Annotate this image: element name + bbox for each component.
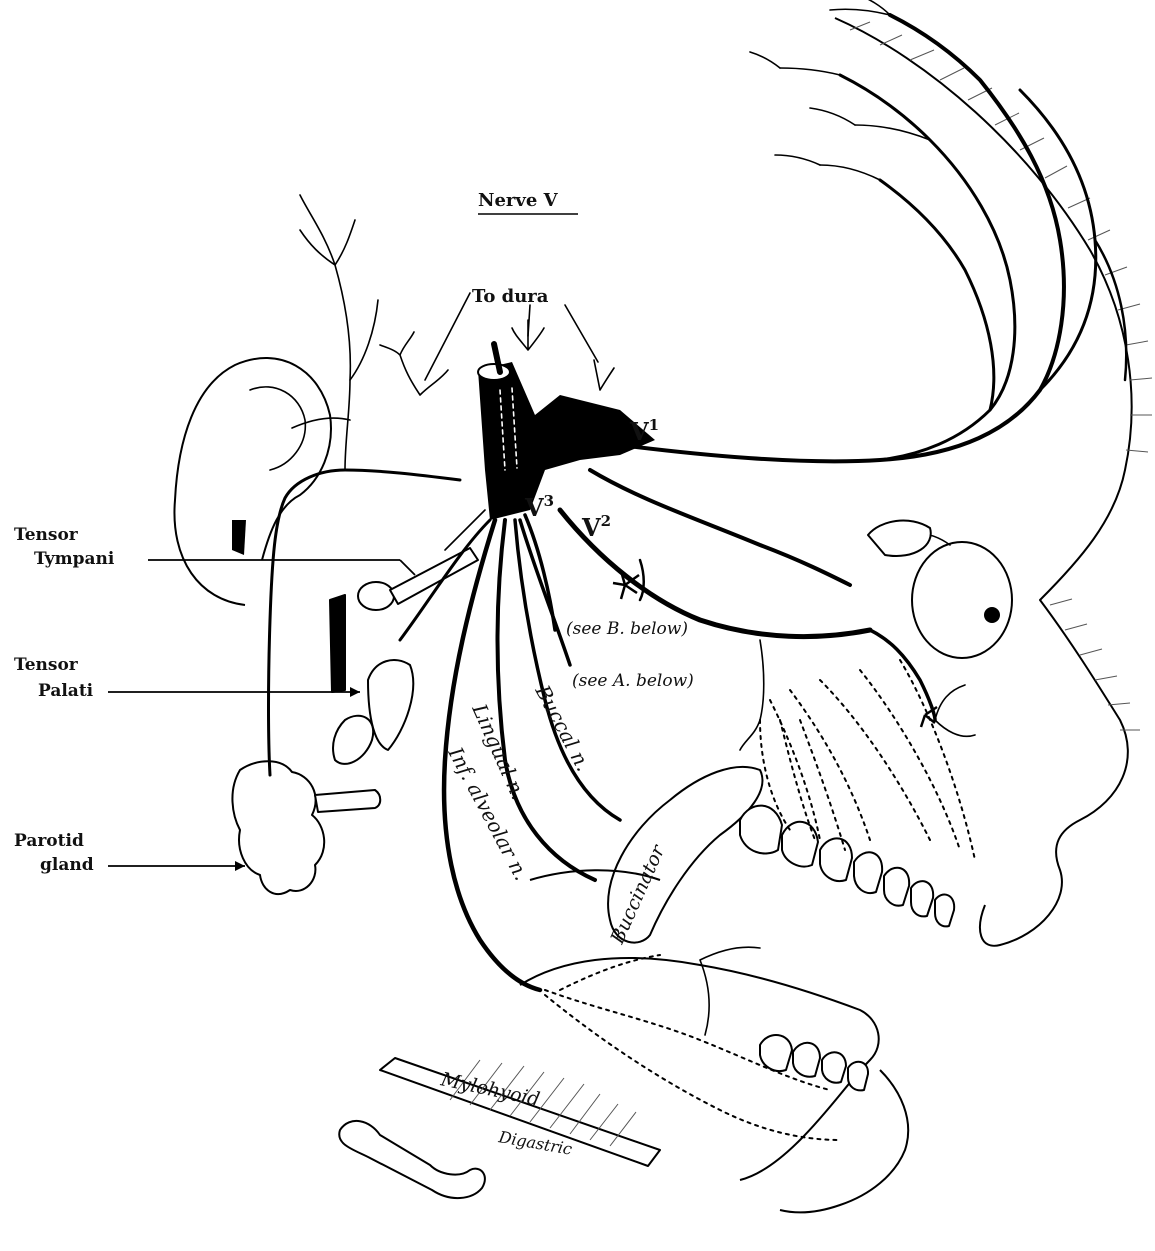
buccal-nerve-label: Buccal n. — [530, 680, 596, 775]
auriculotemporal-branches — [269, 195, 461, 775]
v1-label: V1 — [629, 416, 659, 446]
eye — [868, 521, 1012, 658]
tensor-tympani-label-line1: Tensor — [14, 525, 79, 545]
trigeminal-ganglion — [478, 344, 655, 520]
parotid-label-line1: Parotid — [14, 831, 84, 851]
tensor-palati-label-line1: Tensor — [14, 655, 79, 675]
face-profile — [835, 18, 1152, 946]
inferior-alveolar-nerve-label: Inf. alveolar n. — [443, 742, 534, 884]
tensor-palati-label-line2: Palati — [38, 681, 94, 701]
v3-label: V3 — [524, 492, 554, 522]
parotid-gland-shape — [232, 761, 380, 894]
lower-teeth — [760, 1035, 868, 1090]
parotid-label-line2: gland — [40, 855, 94, 875]
to-dura-label: To dura — [472, 286, 549, 307]
tensor-tympani-label-line2: Tympani — [34, 549, 115, 569]
diagram-title: Nerve V — [478, 190, 559, 211]
ear — [174, 358, 331, 605]
ophthalmic-branches — [620, 0, 1126, 461]
v2-label: V2 — [581, 512, 611, 542]
see-a-label: (see A. below) — [572, 671, 694, 691]
mandible — [520, 870, 908, 1212]
see-b-label: (see B. below) — [566, 619, 688, 639]
